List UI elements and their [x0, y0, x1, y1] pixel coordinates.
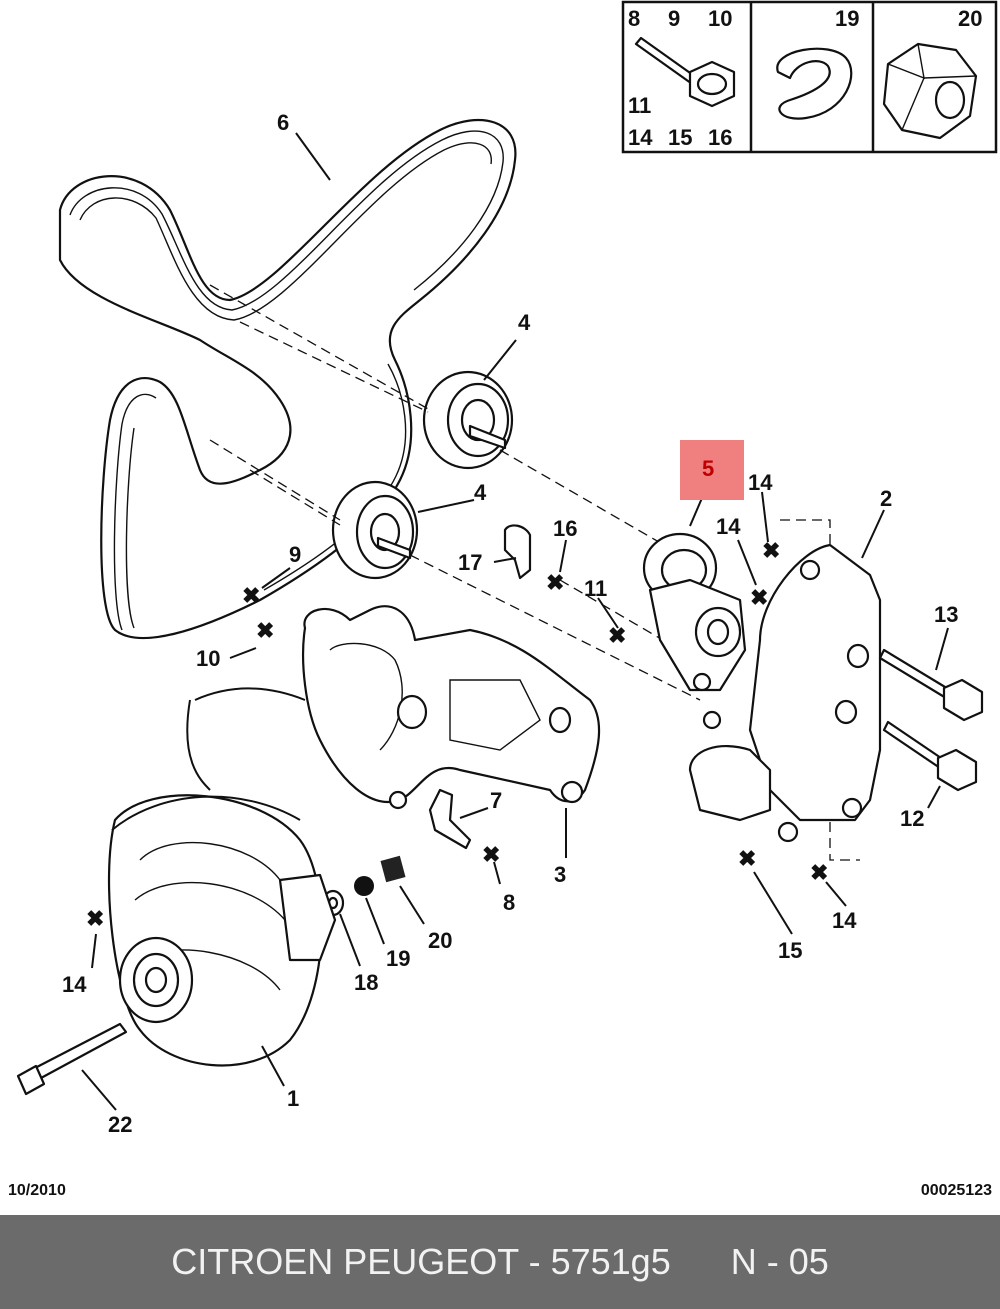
label-11: 11 [584, 576, 607, 601]
label-14-b: 14 [716, 514, 741, 539]
label-14-c: 14 [832, 908, 857, 933]
flange-bolt-icon [634, 36, 736, 108]
alternator [107, 687, 337, 1067]
label-18: 18 [354, 970, 378, 995]
legend-label-10: 10 [708, 6, 732, 31]
label-7: 7 [490, 788, 502, 813]
retaining-clip-17 [503, 524, 532, 580]
label-4-upper: 4 [518, 310, 531, 335]
footer-banner: CITROEN PEUGEOT - 5751g5 N - 05 [0, 1215, 1000, 1309]
alternator-bracket [302, 605, 601, 810]
diagram-date: 10/2010 [8, 1182, 66, 1199]
label-14-a: 14 [748, 470, 773, 495]
part-labels: 6 4 4 5 14 14 2 16 17 9 11 13 10 7 12 3 … [62, 110, 958, 1137]
label-19: 19 [386, 946, 410, 971]
bolt-12 [882, 720, 978, 792]
idler-pulley-upper [422, 370, 514, 470]
diagram-reference: 00025123 [920, 1182, 992, 1199]
svg-text:✖: ✖ [608, 623, 626, 648]
support-bracket-7 [428, 788, 472, 850]
long-bolt-22 [16, 1022, 128, 1096]
label-13: 13 [934, 602, 958, 627]
legend-label-11: 11 [628, 93, 651, 118]
nut-19 [354, 876, 374, 896]
tensioner-bracket [688, 543, 882, 843]
highlight-box-part-5 [680, 440, 744, 500]
leader-lines [81, 132, 949, 1111]
svg-text:✖: ✖ [750, 585, 768, 610]
idler-pulley-lower [331, 480, 419, 580]
label-10: 10 [196, 646, 220, 671]
label-2: 2 [880, 486, 892, 511]
legend-label-8: 8 [628, 6, 640, 31]
svg-text:✖: ✖ [242, 583, 260, 608]
belt-tensioner [642, 532, 747, 692]
bolt-13 [878, 648, 984, 722]
label-14-e: 14 [62, 972, 87, 997]
legend-label-14: 14 [628, 125, 653, 150]
label-20: 20 [428, 928, 452, 953]
label-16: 16 [553, 516, 577, 541]
legend-label-16: 16 [708, 125, 732, 150]
svg-text:✖: ✖ [86, 906, 104, 931]
fastener-markers: ✖ ✖ ✖ ✖ ✖ ✖ ✖ ✖ ✖ ✖ [86, 538, 828, 931]
label-8: 8 [503, 890, 515, 915]
legend-label-9: 9 [668, 6, 680, 31]
label-15: 15 [778, 938, 802, 963]
label-4-lower: 4 [474, 480, 487, 505]
ribbed-belt [58, 118, 517, 640]
label-22: 22 [108, 1112, 132, 1137]
exploded-parts-diagram: 8 9 10 11 14 15 16 19 20 [16, 0, 998, 1137]
label-5: 5 [702, 456, 714, 481]
svg-text:✖: ✖ [738, 846, 756, 871]
label-9: 9 [289, 542, 301, 567]
lock-washer-icon [776, 47, 853, 120]
label-6: 6 [277, 110, 289, 135]
svg-text:✖: ✖ [762, 538, 780, 563]
hex-nut-icon [882, 42, 978, 140]
svg-text:✖: ✖ [482, 842, 500, 867]
legend-label-15: 15 [668, 125, 692, 150]
label-17: 17 [458, 550, 482, 575]
label-1: 1 [287, 1086, 299, 1111]
legend-label-20: 20 [958, 6, 982, 31]
svg-text:✖: ✖ [546, 570, 564, 595]
nut-20 [380, 855, 406, 883]
label-3: 3 [554, 862, 566, 887]
svg-text:✖: ✖ [256, 618, 274, 643]
svg-text:✖: ✖ [810, 860, 828, 885]
footer-text: CITROEN PEUGEOT - 5751g5 N - 05 [171, 1241, 829, 1282]
label-12: 12 [900, 806, 924, 831]
fastener-legend: 8 9 10 11 14 15 16 19 20 [621, 0, 998, 154]
legend-label-19: 19 [835, 6, 859, 31]
